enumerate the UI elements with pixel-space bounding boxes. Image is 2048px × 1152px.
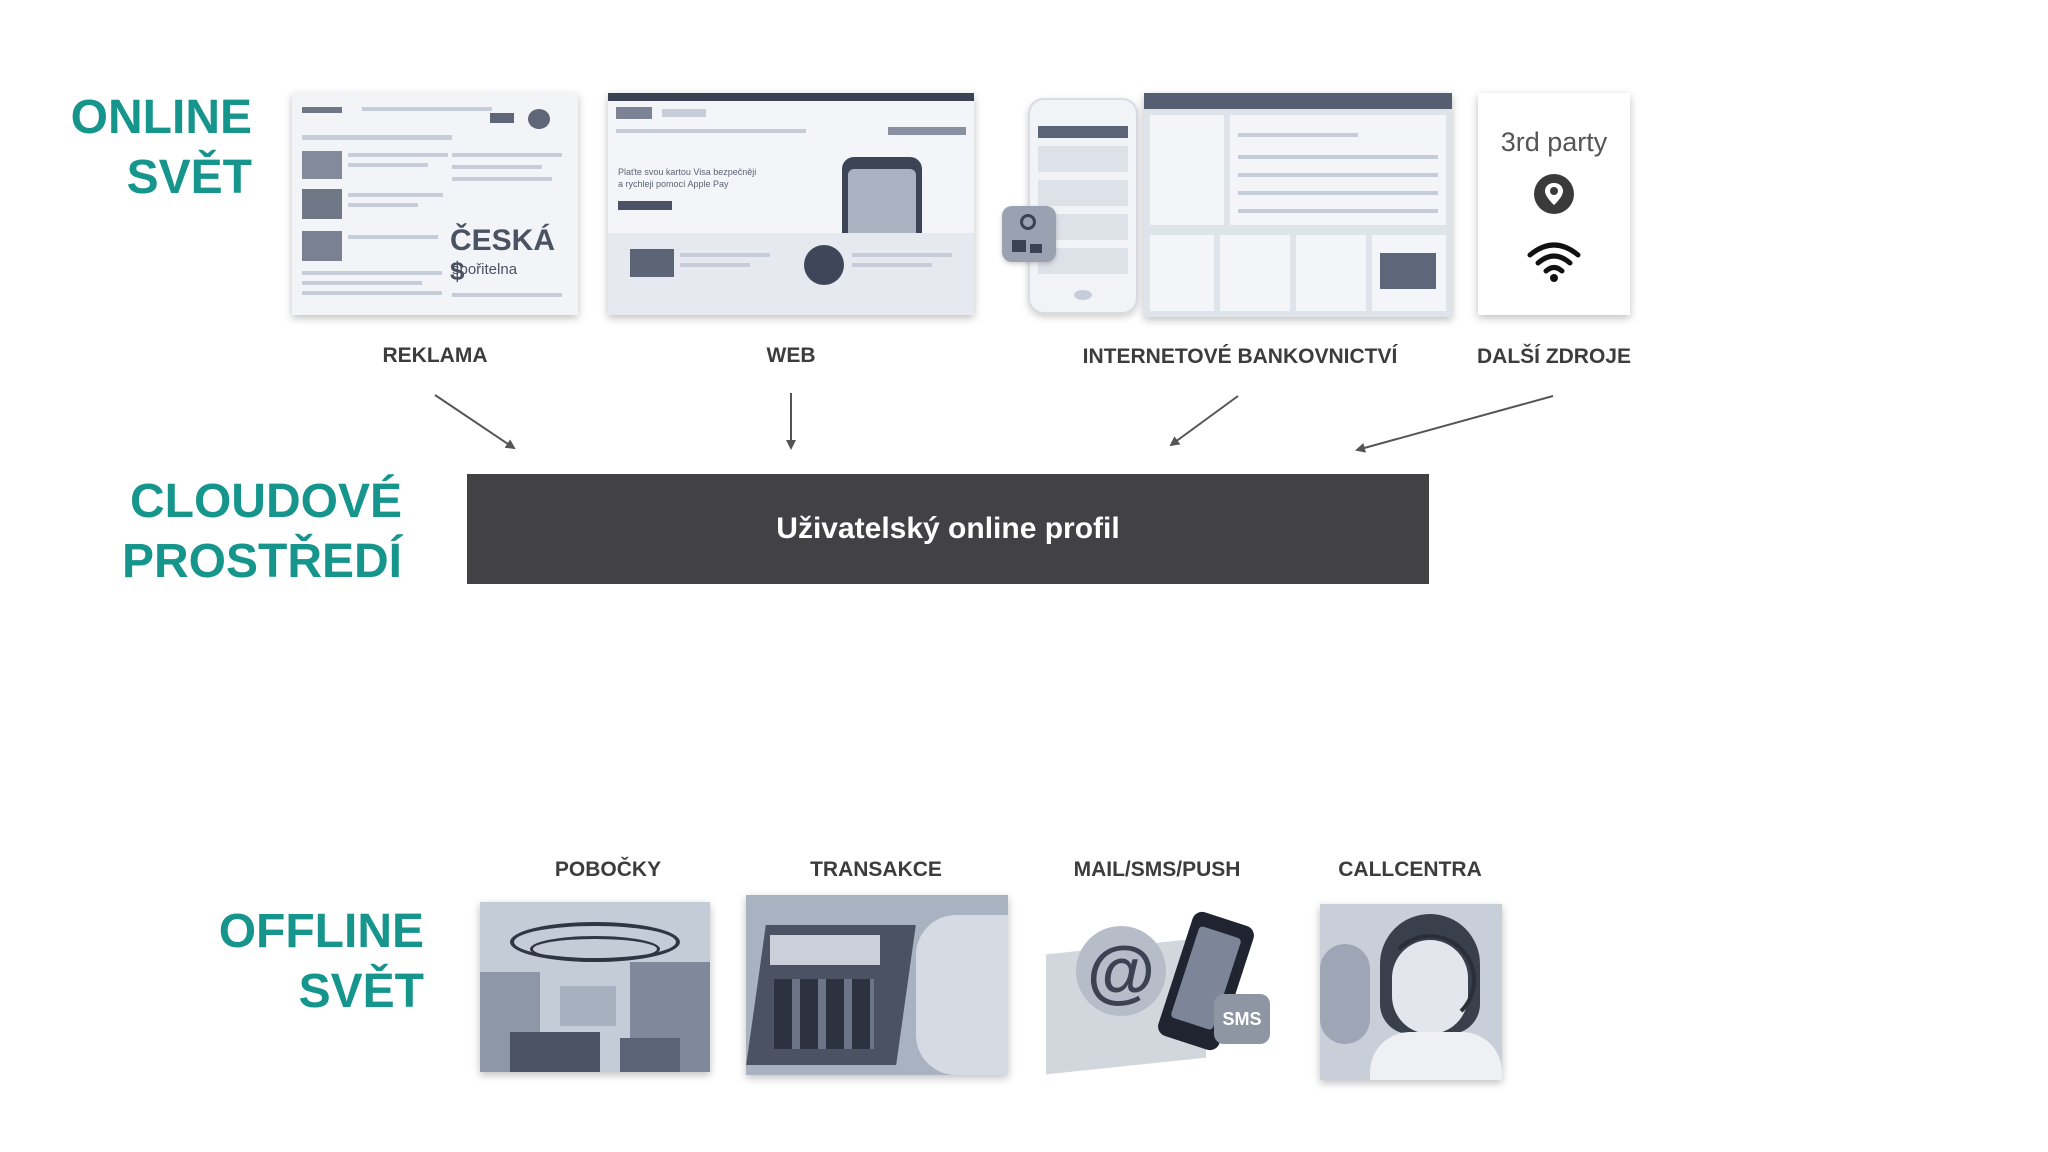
source-label-internet-banking: INTERNETOVÉ BANKOVNICTVÍ — [1082, 345, 1398, 368]
offline-heading: OFFLINE SVĚT — [100, 902, 424, 1022]
source-label-dalsi-zdroje: DALŠÍ ZDROJE — [1476, 345, 1631, 368]
online-heading: ONLINE SVĚT — [40, 88, 252, 208]
logo-line1: ČESKÁ — [450, 224, 556, 257]
sms-badge: SMS — [1214, 994, 1270, 1044]
web-headline-line2: a rychleji pomocí Apple Pay — [618, 179, 729, 189]
chat-widget-icon — [1002, 206, 1056, 262]
logo-subtitle: spořitelna — [452, 261, 518, 278]
web-headline-line1: Plaťte svou kartou Visa bezpečněji — [618, 167, 757, 177]
cloud-heading-line2: PROSTŘEDÍ — [121, 535, 402, 588]
channel-label-transakce: TRANSAKCE — [810, 858, 942, 881]
wifi-icon — [1526, 239, 1582, 283]
source-label-reklama: REKLAMA — [382, 344, 488, 367]
payment-terminal-photo — [746, 895, 1008, 1075]
mail-sms-push-photo: @ SMS — [1046, 896, 1284, 1076]
channel-label-callcentra: CALLCENTRA — [1338, 858, 1482, 881]
channel-label-pobocky: POBOČKY — [554, 858, 662, 881]
location-pin-icon — [1533, 173, 1575, 215]
source-label-web: WEB — [766, 344, 816, 367]
online-heading-line2: SVĚT — [126, 151, 252, 204]
ceska-sporitelna-logo: ČESKÁ $ — [450, 224, 570, 287]
offline-heading-line2: SVĚT — [298, 965, 424, 1018]
third-party-title: 3rd party — [1500, 127, 1608, 157]
at-sign-icon: @ — [1076, 926, 1166, 1016]
cloud-heading-line1: CLOUDOVÉ — [129, 475, 402, 528]
user-online-profile-label: Uživatelský online profil — [776, 512, 1120, 545]
third-party-card: 3rd party — [1478, 93, 1630, 315]
logo-symbol: $ — [450, 256, 465, 286]
internet-banking-screenshot — [1144, 93, 1452, 317]
arrow-dalsi-zdroje — [1355, 395, 1554, 453]
arrow-internet-banking — [1169, 395, 1239, 447]
arrow-reklama — [434, 394, 516, 450]
online-heading-line1: ONLINE — [70, 91, 252, 144]
branch-office-photo — [480, 902, 710, 1072]
user-online-profile-box: Uživatelský online profil — [467, 474, 1429, 584]
cloud-heading: CLOUDOVÉ PROSTŘEDÍ — [60, 472, 402, 592]
mobile-banking-screenshot — [1028, 98, 1138, 314]
channel-label-mail-sms-push: MAIL/SMS/PUSH — [1073, 858, 1241, 881]
reklama-screenshot: ČESKÁ $ spořitelna — [292, 93, 578, 315]
web-screenshot: Plaťte svou kartou Visa bezpečněji a ryc… — [608, 93, 974, 315]
call-center-photo — [1320, 904, 1502, 1080]
headset-icon — [1384, 934, 1476, 1026]
offline-heading-line1: OFFLINE — [218, 905, 424, 958]
